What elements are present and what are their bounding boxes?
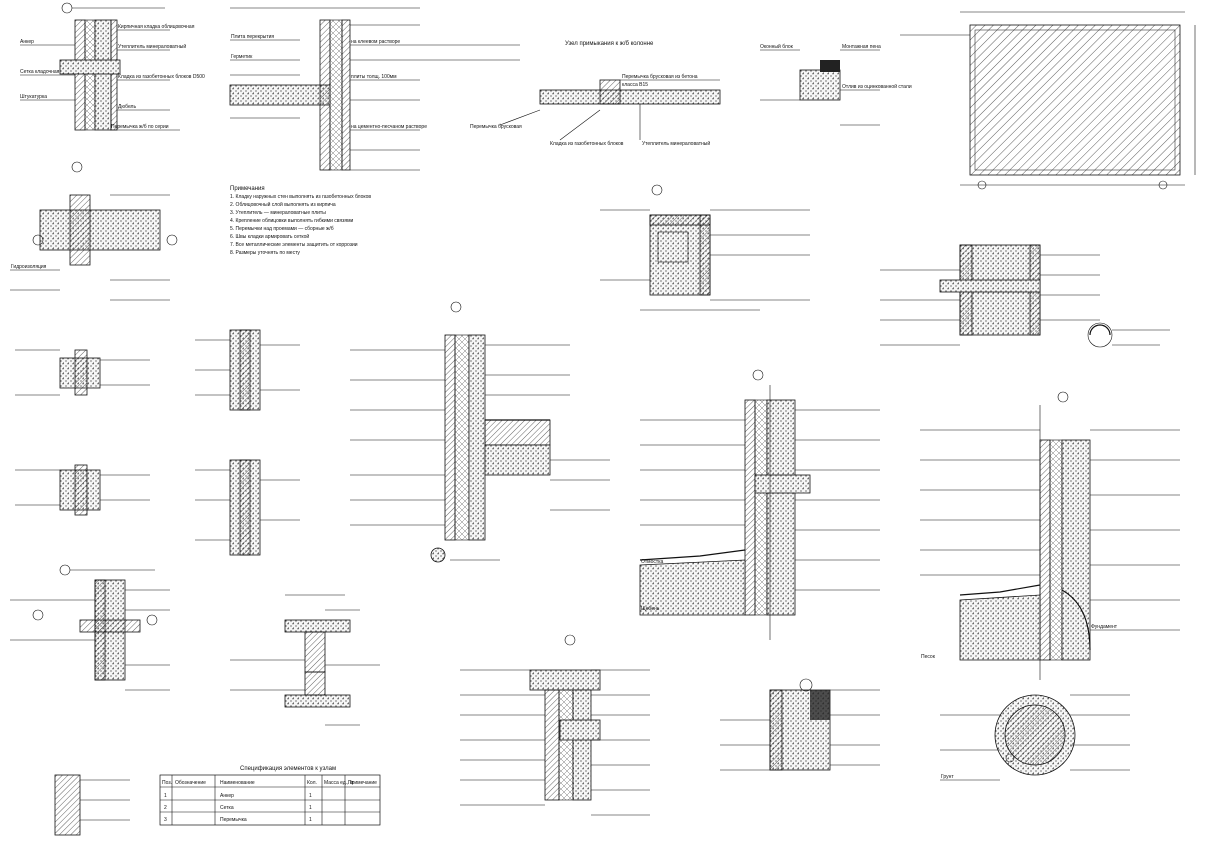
detail-i-small-wall-1 [15, 349, 150, 396]
detail-h-pier [880, 244, 1170, 348]
table-cell: 1 [309, 805, 312, 811]
detail-l-foundation-1: Отмостка Щебень [639, 369, 880, 640]
table-cell: Анкер [220, 793, 234, 799]
label-soil: Грунт [941, 774, 954, 780]
detail-q-lintel-pair [230, 594, 380, 726]
detail-r-bottom-center [460, 634, 650, 816]
label-lintel-d: Кладка из газобетонных блоков [550, 141, 624, 147]
note-8: 8. Размеры уточнять по месту [230, 250, 300, 256]
table-title: Спецификация элементов к узлам [240, 766, 336, 772]
label-gazobeton-b: на клеевом растворе [351, 39, 400, 45]
label-mesh: Сетка кладочная [20, 69, 60, 75]
label-gravel: Щебень [641, 606, 660, 612]
label-window: Оконный блок [760, 43, 794, 50]
label-slab: Плита перекрытия [231, 34, 274, 40]
detail-t-round-column: Грунт [940, 694, 1130, 781]
notes-title: Примечания [230, 186, 265, 192]
notes-block: Примечания 1. Кладку наружных стен выпол… [230, 186, 371, 256]
label-lintel-e: Утеплитель минераловатный [642, 140, 710, 147]
label-plaster: Штукатурка [20, 94, 47, 100]
label-anchor: Анкер [20, 39, 34, 45]
table-cell: 3 [164, 817, 167, 823]
note-3: 3. Утеплитель — минераловатные плиты [230, 210, 326, 216]
label-gazobeton-a: Кладка из газобетонных блоков D500 [118, 74, 205, 80]
th-code: Обозначение [175, 780, 206, 786]
label-kb-a: Кирпичная кладка облицовочная [118, 24, 195, 30]
th-qty: Кол. [307, 780, 317, 786]
note-4: 4. Крепление облицовки выполнять гибкими… [230, 218, 354, 224]
label-hydro: Гидроизоляция [11, 264, 47, 270]
table-cell: 1 [164, 793, 167, 799]
label-insul-a: Утеплитель минераловатный [118, 43, 186, 50]
detail-b-slab-junction: Плита перекрытия Герметик на клеевом рас… [229, 7, 520, 171]
detail-m-foundation-2: Песок Фундамент [920, 391, 1180, 680]
detail-e-plan [900, 11, 1196, 190]
label-foam: Монтажная пена [842, 44, 881, 50]
spec-table: Спецификация элементов к узлам Поз. Обоз… [159, 766, 381, 826]
detail-n-small-wall-3 [15, 464, 150, 516]
detail-j-small-wall-2 [195, 329, 300, 411]
label-flashing: Отлив из оцинкованной стали [842, 83, 912, 90]
detail-g-corner [600, 184, 810, 311]
label-sand: Песок [921, 654, 936, 660]
label-lintel-b: класса B15 [622, 82, 648, 88]
label-blind: Отмостка [641, 559, 663, 565]
th-name: Наименование [220, 780, 255, 786]
note-5: 5. Перемычки над проемами — сборные ж/б [230, 226, 334, 232]
table-cell: Перемычка [220, 817, 247, 823]
label-sealant: Герметик [231, 54, 253, 60]
detail-o-small-wall-4 [195, 459, 300, 556]
detail-c-lintel: Узел примыкания к ж/б колонне Перемычка … [470, 41, 721, 147]
note-7: 7. Все металлические элементы защитить о… [230, 242, 358, 248]
label-dowel: Дюбель [118, 104, 136, 110]
table-cell: 1 [309, 793, 312, 799]
note-6: 6. Швы кладки армировать сеткой [230, 233, 309, 240]
detail-a-wall-column: Анкер Сетка кладочная Штукатурка Кирпичн… [20, 2, 205, 131]
label-beam-a: Перемычка ж/б по серии [111, 124, 169, 130]
th-note: Примечание [348, 780, 377, 786]
detail-f-wall-slab: Гидроизоляция [10, 161, 178, 301]
th-pos: Поз. [162, 780, 172, 786]
label-insul-b: плиты толщ. 100мм [351, 74, 397, 80]
th-mass: Масса ед., кг [324, 780, 354, 786]
label-lintel-a: Перемычка брусковая из бетона [622, 74, 698, 80]
detail-u-small-bottom-left [54, 774, 130, 836]
detail-s-bottom-right-center [720, 678, 880, 771]
note-2: 2. Облицовочный слой выполнять из кирпич… [230, 201, 336, 208]
note-1: 1. Кладку наружных стен выполнять из газ… [230, 194, 371, 200]
label-kb-b: на цементно-песчаном растворе [351, 124, 427, 130]
title-column-junction: Узел примыкания к ж/б колонне [565, 41, 654, 47]
detail-d-window-sill: Оконный блок Монтажная пена Отлив из оци… [760, 43, 912, 126]
detail-k-tall-section [350, 301, 610, 563]
detail-p-bottom-left [10, 564, 170, 691]
label-found: Фундамент [1091, 624, 1118, 630]
table-cell: 1 [309, 817, 312, 823]
table-cell: Сетка [220, 805, 234, 811]
table-cell: 2 [164, 805, 167, 811]
label-lintel-c: Перемычка брусковая [470, 124, 522, 130]
